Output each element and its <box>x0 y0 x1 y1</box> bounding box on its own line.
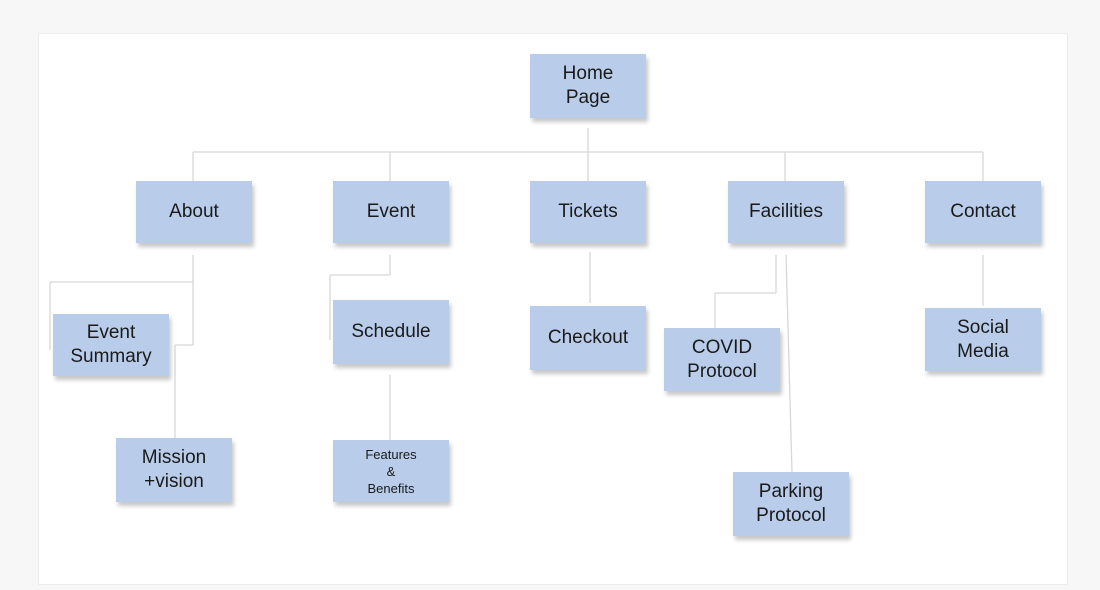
node-label: Checkout <box>547 327 629 348</box>
node-label: Event <box>366 201 416 222</box>
node-label: Tickets <box>558 201 618 222</box>
node-contact: Contact <box>925 181 1041 243</box>
node-covid-protocol: COVID Protocol <box>664 328 780 391</box>
node-label: Home Page <box>562 63 614 108</box>
node-label: Features & Benefits <box>365 446 417 496</box>
node-schedule: Schedule <box>333 300 449 364</box>
node-tickets: Tickets <box>530 181 646 243</box>
node-label: Mission +vision <box>141 447 207 492</box>
node-label: COVID Protocol <box>687 336 757 382</box>
node-checkout: Checkout <box>530 306 646 370</box>
connector-to-parking <box>785 254 793 473</box>
node-label: Social Media <box>957 316 1009 362</box>
node-social-media: Social Media <box>925 308 1041 371</box>
node-event-summary: Event Summary <box>53 314 169 376</box>
node-label: Parking Protocol <box>756 481 826 526</box>
node-label: Schedule <box>351 321 431 342</box>
node-features-benefits: Features & Benefits <box>333 440 449 502</box>
node-label: Facilities <box>749 201 823 222</box>
node-parking-protocol: Parking Protocol <box>733 472 849 536</box>
node-facilities: Facilities <box>728 181 844 243</box>
node-about: About <box>136 181 252 243</box>
node-home-page: Home Page <box>530 54 646 118</box>
node-label: Contact <box>950 201 1016 222</box>
node-mission-vision: Mission +vision <box>116 438 232 502</box>
node-event: Event <box>333 181 449 243</box>
node-label: About <box>169 201 219 222</box>
node-label: Event Summary <box>70 322 152 367</box>
